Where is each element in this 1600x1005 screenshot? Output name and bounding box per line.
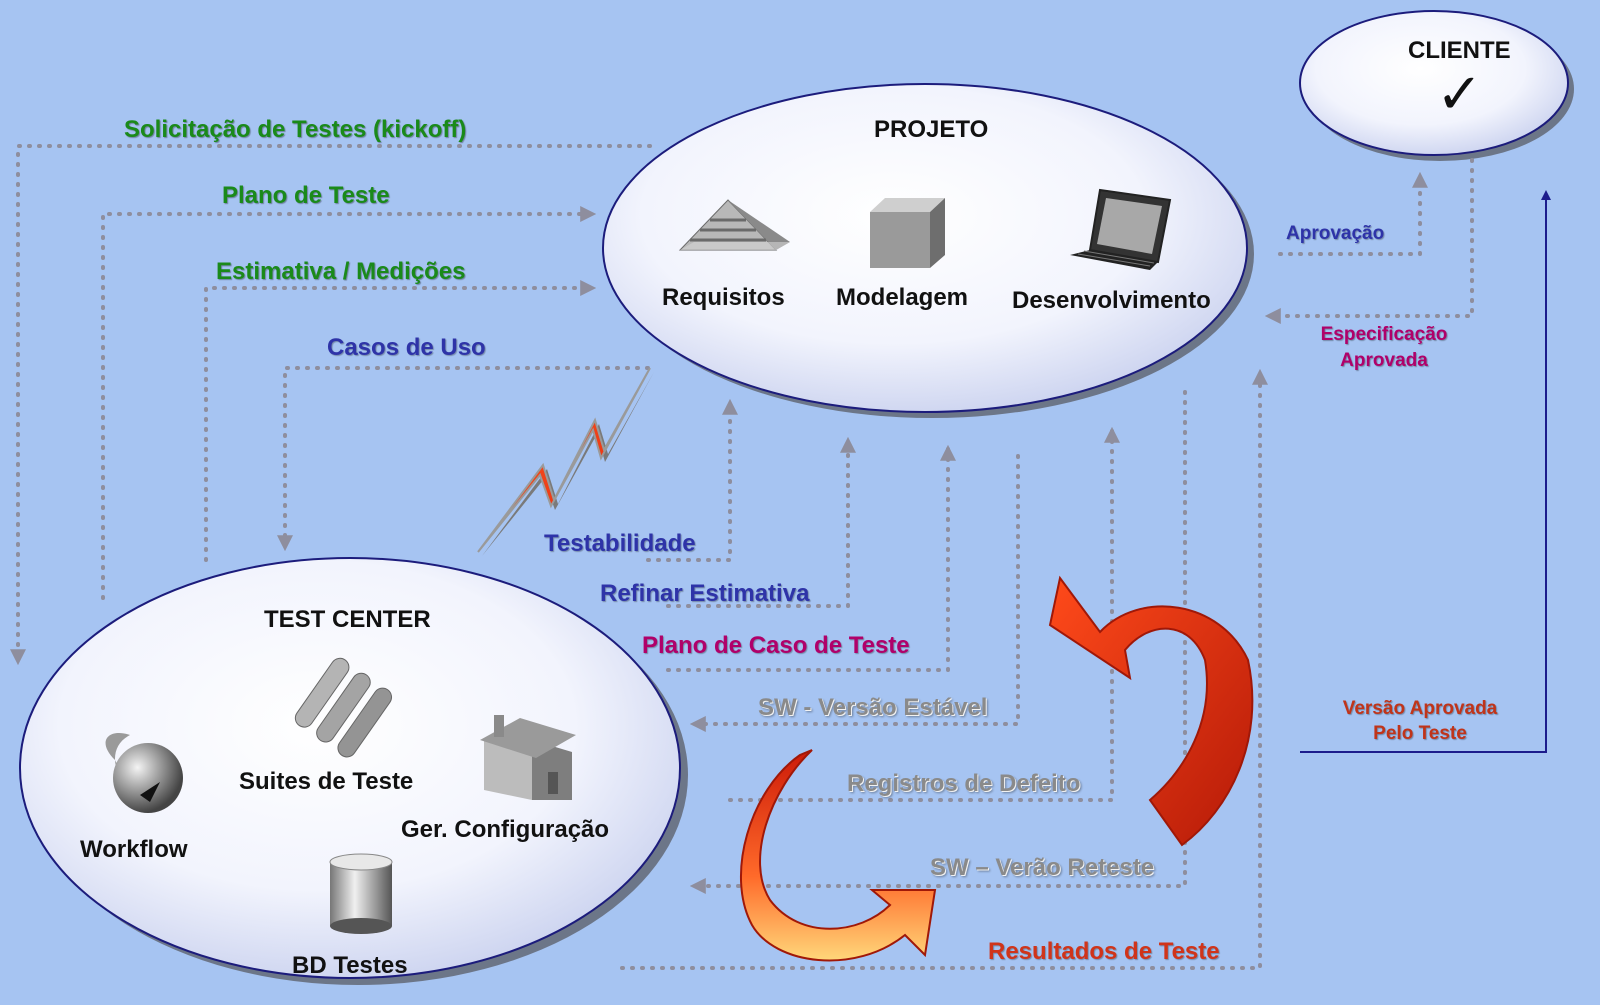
test-center-ellipse <box>19 557 688 985</box>
checkmark-icon: ✓ <box>1436 62 1483 127</box>
solicitacao-label: Solicitação de Testes (kickoff) <box>124 116 467 143</box>
registros-line <box>728 426 1120 802</box>
resultados-label: Resultados de Teste <box>988 938 1220 965</box>
registros-label: Registros de Defeito <box>847 770 1081 797</box>
cliente-title: CLIENTE <box>1408 37 1511 64</box>
sw-reteste-label: SW – Verão Reteste <box>930 854 1155 881</box>
versao-aprovada-label-2: Pelo Teste <box>1373 723 1467 744</box>
estimativa-label: Estimativa / Medições <box>216 258 466 285</box>
desenvolvimento-label: Desenvolvimento <box>1012 287 1211 314</box>
cycle-arrow-bottom-icon <box>739 749 937 962</box>
house-icon <box>480 715 576 800</box>
cube-icon <box>870 198 945 268</box>
database-cylinder-icon <box>329 853 393 934</box>
casos-uso-label: Casos de Uso <box>327 334 486 361</box>
lightning-bolt-icon <box>477 367 654 556</box>
refinar-label: Refinar Estimativa <box>600 580 810 607</box>
workflow-label: Workflow <box>80 836 188 863</box>
plano-teste-label: Plano de Teste <box>222 182 390 209</box>
testabilidade-line <box>646 398 738 562</box>
modelagem-label: Modelagem <box>836 284 969 311</box>
plano-caso-label: Plano de Caso de Teste <box>642 632 910 659</box>
requisitos-label: Requisitos <box>662 284 785 311</box>
sw-reteste-line <box>689 390 1187 894</box>
versao-aprovada-label-1: Versão Aprovada <box>1342 698 1498 719</box>
laptop-icon <box>1070 188 1172 270</box>
plano-teste-line <box>101 206 597 600</box>
pyramid-icon <box>678 199 790 251</box>
especificacao-line <box>1264 158 1474 324</box>
workflow-icon <box>105 732 183 813</box>
sw-estavel-label: SW - Versão Estável <box>758 694 988 721</box>
bd-testes-label: BD Testes <box>292 952 408 979</box>
cliente-ellipse <box>1299 10 1574 161</box>
casos-uso-line <box>277 366 650 552</box>
plano-caso-line <box>666 444 956 672</box>
especificacao-label-2: Aprovada <box>1340 350 1428 371</box>
cycle-arrow-top-icon <box>1048 575 1254 847</box>
especificacao-label-1: Especificação <box>1320 324 1448 345</box>
test-tubes-icon <box>294 657 393 758</box>
aprovacao-line <box>1278 171 1428 256</box>
test-center-title: TEST CENTER <box>264 606 431 633</box>
projeto-title: PROJETO <box>874 116 989 143</box>
refinar-line <box>666 436 856 608</box>
suites-label: Suites de Teste <box>239 768 414 795</box>
resultados-line <box>620 368 1268 970</box>
solicitacao-line <box>10 144 652 666</box>
sw-estavel-line <box>689 454 1020 732</box>
versao-aprovada-line <box>1300 190 1551 753</box>
ger-configuracao-label: Ger. Configuração <box>401 816 610 843</box>
aprovacao-label: Aprovação <box>1286 223 1385 244</box>
testabilidade-label: Testabilidade <box>544 530 696 557</box>
estimativa-line <box>204 280 597 562</box>
